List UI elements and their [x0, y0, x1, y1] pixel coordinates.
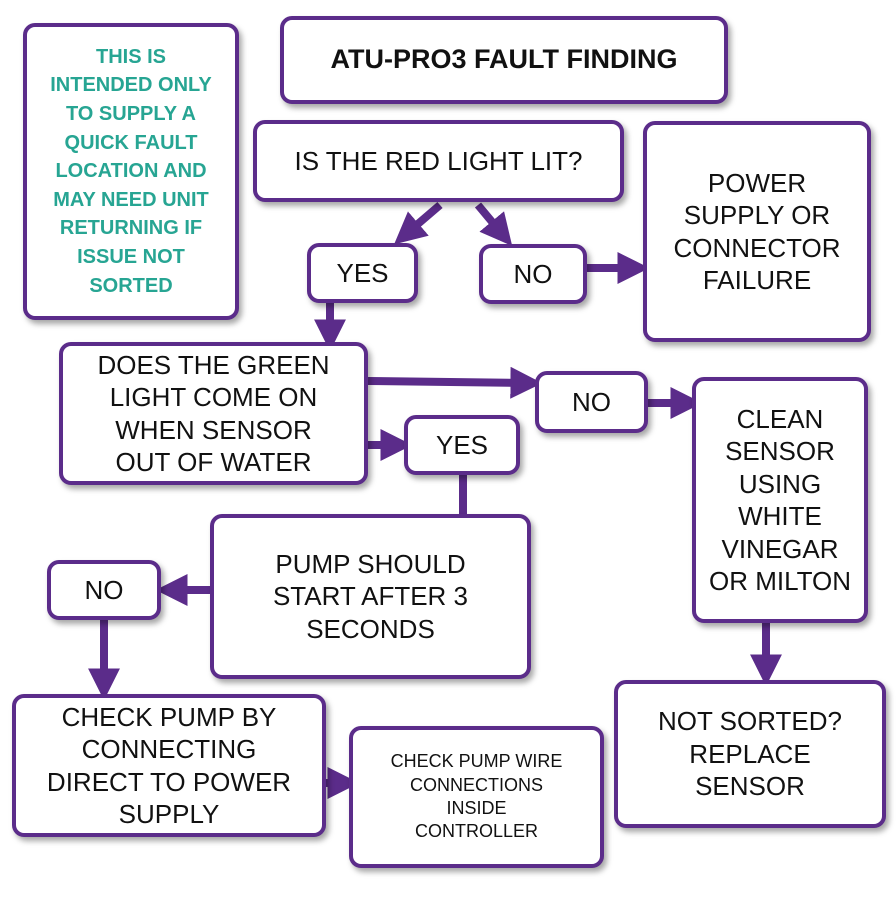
question-red-light: IS THE RED LIGHT LIT? — [253, 120, 624, 202]
question-green-light: DOES THE GREEN LIGHT COME ON WHEN SENSOR… — [59, 342, 368, 485]
answer-no-green: NO — [535, 371, 648, 433]
arrow-green-to-no — [367, 366, 543, 399]
action-check-pump: CHECK PUMP BY CONNECTING DIRECT TO POWER… — [12, 694, 326, 837]
answer-no-pump: NO — [47, 560, 161, 620]
result-power-supply-failure: POWER SUPPLY OR CONNECTOR FAILURE — [643, 121, 871, 342]
action-clean-sensor: CLEAN SENSOR USING WHITE VINEGAR OR MILT… — [692, 377, 868, 623]
arrow-red-to-no — [474, 202, 513, 247]
disclaimer-note: THIS IS INTENDED ONLY TO SUPPLY A QUICK … — [23, 23, 239, 320]
arrow-red-to-yes — [394, 201, 443, 245]
answer-yes-green: YES — [404, 415, 520, 475]
page-title: ATU-Pro3 FAULT FINDING — [280, 16, 728, 104]
result-pump-start: PUMP SHOULD START AFTER 3 SECONDS — [210, 514, 531, 679]
answer-no-red: NO — [479, 244, 587, 304]
action-check-pump-wire: CHECK PUMP WIRE CONNECTIONS INSIDE CONTR… — [349, 726, 604, 868]
answer-yes-red: YES — [307, 243, 418, 303]
action-replace-sensor: NOT SORTED? REPLACE SENSOR — [614, 680, 886, 828]
